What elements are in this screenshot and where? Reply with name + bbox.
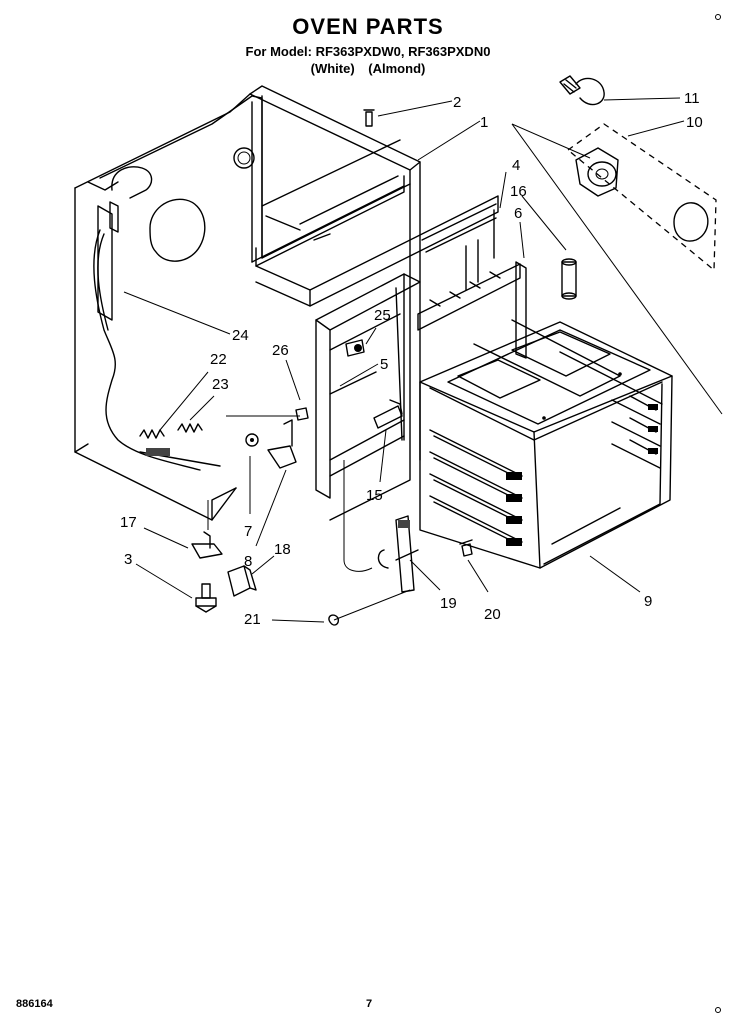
page-number: 7: [366, 998, 373, 1010]
oven-inner-frame: [255, 139, 499, 307]
part-11-light-bulb: [559, 75, 605, 106]
callout-9: 9: [644, 593, 652, 610]
callout-20: 20: [484, 606, 501, 623]
part-19-door-latch: [377, 515, 419, 593]
part-15-link: [373, 399, 403, 429]
part-3-leveling-leg: [195, 583, 217, 613]
part-2-screw: [363, 109, 375, 127]
callout-7: 7: [244, 523, 252, 540]
callout-16: 16: [510, 183, 527, 200]
rack-guide-frame: [417, 209, 527, 359]
callout-15: 15: [366, 487, 383, 504]
part-26-pin: [295, 407, 309, 421]
callout-1: 1: [480, 114, 488, 131]
callout-8: 8: [244, 553, 252, 570]
part-10-light-assembly: [566, 123, 717, 272]
part-8-bracket: [267, 419, 297, 469]
page-title: OVEN PARTS: [292, 14, 444, 39]
part-5-rod: [329, 371, 377, 395]
callout-22: 22: [210, 351, 227, 368]
wiring-harness: [93, 201, 221, 471]
part-25-fitting: [345, 339, 365, 357]
leader-lines: [123, 97, 723, 623]
part-22-spring: [139, 429, 165, 439]
model-line: For Model: RF363PXDW0, RF363PXDN0: [245, 44, 491, 59]
callout-6: 6: [514, 205, 522, 222]
callout-17: 17: [120, 514, 137, 531]
part-17-leg-bracket: [191, 531, 223, 559]
callout-3: 3: [124, 551, 132, 568]
part-20-screw: [459, 539, 473, 557]
callout-10: 10: [686, 114, 703, 131]
color-variant-line: (White) (Almond): [310, 61, 426, 76]
part-21-clip: [328, 614, 340, 626]
rack-slides: [629, 395, 658, 455]
part-16-lens-post: [561, 258, 577, 300]
cabinet-side-panel: [74, 93, 411, 521]
part-18-switch: [227, 565, 257, 597]
part-23-spring: [177, 423, 203, 433]
document-number: 886164: [16, 998, 53, 1010]
callout-4: 4: [512, 157, 520, 174]
cabinet-back-wall: [99, 85, 421, 461]
part-7-nut: [245, 433, 259, 447]
callout-5: 5: [380, 356, 388, 373]
callout-19: 19: [440, 595, 457, 612]
callout-24: 24: [232, 327, 249, 344]
callout-26: 26: [272, 342, 289, 359]
corner-mark: [715, 14, 721, 20]
callout-2: 2: [453, 94, 461, 111]
callout-25: 25: [374, 307, 391, 324]
callout-21: 21: [244, 611, 261, 628]
corner-mark: [715, 1007, 721, 1013]
callout-labels: 2 1 11 10 4 16 6 24 25 26 22 23 5 15 17 …: [120, 90, 703, 628]
oven-liner: [419, 319, 673, 569]
callout-18: 18: [274, 541, 291, 558]
callout-23: 23: [212, 376, 229, 393]
callout-11: 11: [684, 90, 700, 107]
front-frame: [315, 273, 421, 499]
